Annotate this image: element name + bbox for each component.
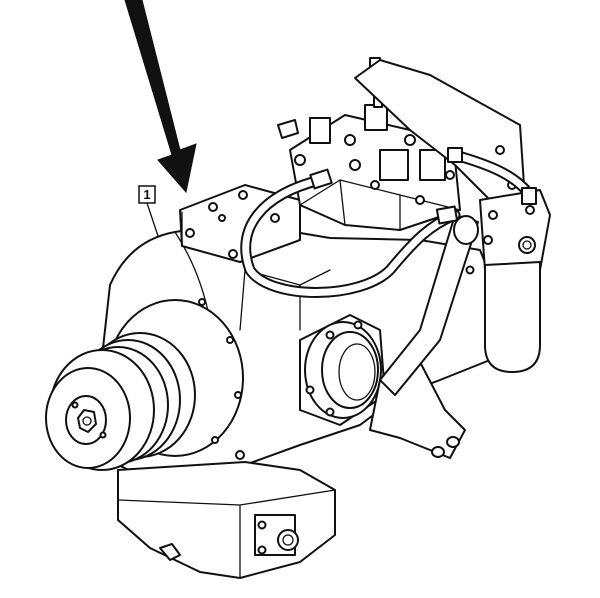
hydraulic-hose-left (240, 168, 461, 298)
drive-pulley (45, 332, 196, 471)
linkage-arm (379, 214, 479, 396)
hydraulic-hose-right (447, 147, 537, 205)
callout-1: 1 (138, 185, 159, 237)
control-valve-block (277, 57, 461, 231)
callout-1-label: 1 (143, 187, 150, 202)
pointer-arrow (124, 0, 197, 194)
lower-gearbox-block (117, 461, 336, 579)
oil-filter (479, 189, 551, 373)
side-output-flange (299, 314, 386, 426)
